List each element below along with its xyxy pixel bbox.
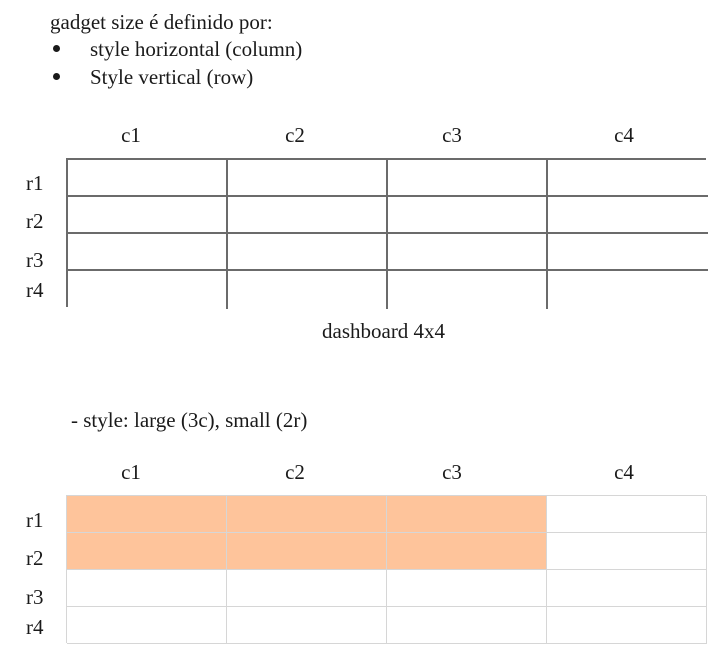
grid-cell [68,271,228,309]
grid-cell [547,570,707,607]
grid-cell [547,533,707,570]
example-grid [66,495,707,644]
grid-cell [68,160,228,197]
row-label-r2: r2 [26,546,44,570]
bullet-text: style horizontal (column) [90,37,303,61]
highlighted-grid-cell [387,496,547,533]
column-label-c2: c2 [285,460,305,484]
intro-heading: gadget size é definido por: [50,10,273,34]
column-label-c4: c4 [614,460,634,484]
dashboard-caption: dashboard 4x4 [322,319,446,343]
grid-cell [67,607,227,644]
row-label-r1: r1 [26,508,44,532]
grid-cell [228,234,388,271]
bullet-icon [53,73,60,80]
bullet-icon [53,45,60,52]
row-label-r4: r4 [26,615,44,639]
bullet-text: Style vertical (row) [90,65,254,89]
grid-cell [388,234,548,271]
highlighted-grid-cell [227,496,387,533]
grid-cell [388,271,548,309]
highlighted-grid-cell [387,533,547,570]
grid-cell [67,570,227,607]
row-label-r1: r1 [26,171,44,195]
column-label-c3: c3 [442,123,462,147]
grid-cell [388,160,548,197]
grid-cell [388,197,548,234]
highlighted-grid-cell [67,496,227,533]
grid-cell [68,197,228,234]
grid-cell [68,234,228,271]
grid-cell [227,570,387,607]
grid-cell [387,607,547,644]
grid-cell [547,496,707,533]
grid-cell [547,607,707,644]
grid-cell [227,607,387,644]
dashboard-grid [66,158,708,309]
row-label-r4: r4 [26,278,44,302]
column-label-c1: c1 [121,460,141,484]
grid-cell [548,197,708,234]
grid-cell [548,234,708,271]
grid-cell [548,160,708,197]
column-label-c4: c4 [614,123,634,147]
grid-cell [228,271,388,309]
row-label-r3: r3 [26,248,44,272]
column-label-c2: c2 [285,123,305,147]
grid-cell [548,271,708,309]
column-label-c3: c3 [442,460,462,484]
style-description: - style: large (3c), small (2r) [71,408,308,432]
row-label-r3: r3 [26,585,44,609]
highlighted-grid-cell [227,533,387,570]
grid-cell [228,160,388,197]
column-label-c1: c1 [121,123,141,147]
grid-cell [228,197,388,234]
grid-cell [387,570,547,607]
row-label-r2: r2 [26,209,44,233]
highlighted-grid-cell [67,533,227,570]
